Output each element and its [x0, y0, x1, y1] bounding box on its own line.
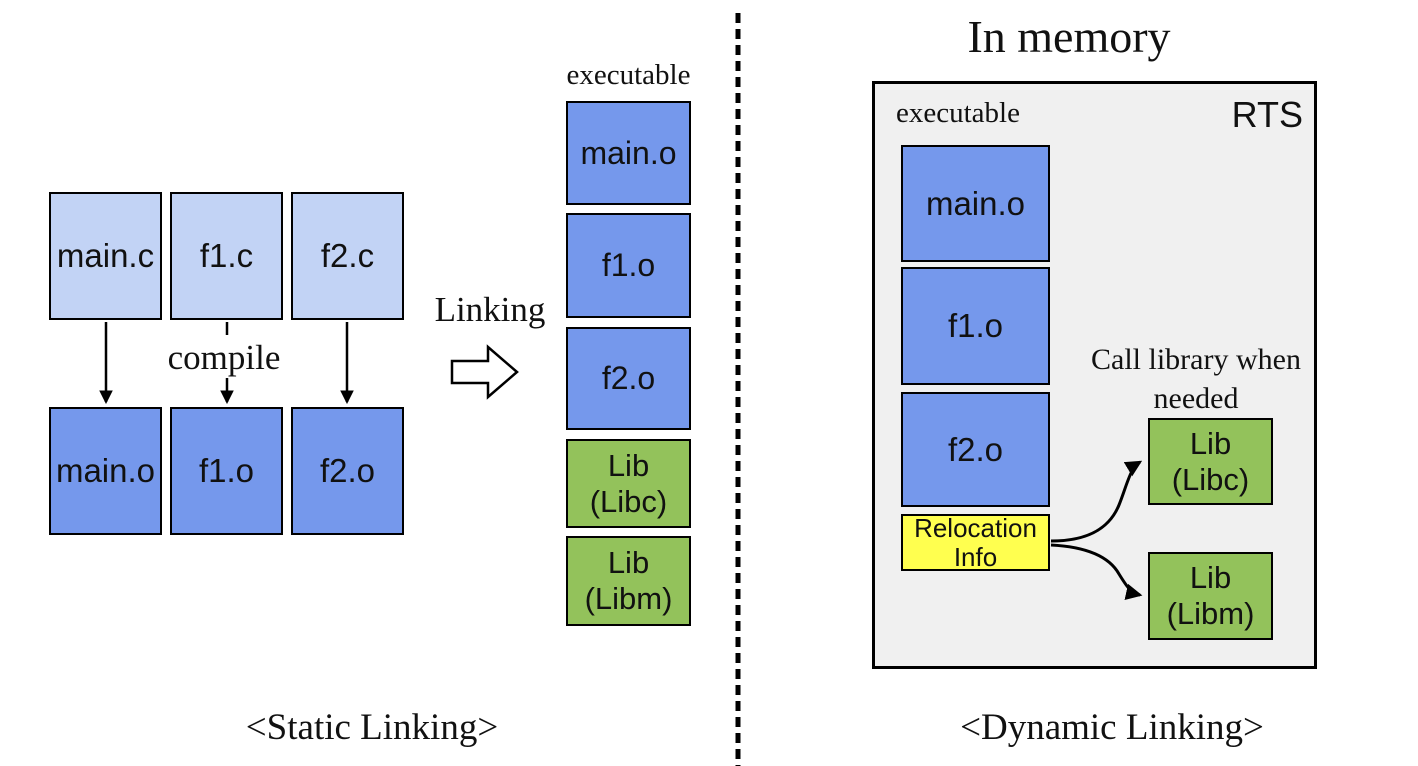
in-memory-title: In memory	[967, 11, 1171, 62]
dynamic-linking-caption: <Dynamic Linking>	[960, 707, 1264, 748]
linking-arrow-icon	[450, 344, 519, 400]
static-linking-caption: <Static Linking>	[245, 707, 499, 748]
memory-box-f2-o: f2.o	[901, 392, 1050, 507]
linking-label: Linking	[434, 290, 546, 329]
object-box-main-o: main.o	[49, 407, 162, 535]
executable-stack-label: executable	[566, 59, 691, 91]
source-box-main-c: main.c	[49, 192, 162, 320]
stack-box-main-o: main.o	[566, 101, 691, 205]
source-box-label: main.c	[56, 237, 155, 274]
source-box-f1-c: f1.c	[170, 192, 283, 320]
memory-box-label: f1.o	[947, 307, 1004, 344]
memory-lib-box-libm: Lib (Libm)	[1148, 552, 1273, 640]
object-box-label: f1.o	[198, 452, 255, 489]
object-box-f1-o: f1.o	[170, 407, 283, 535]
source-box-label: f2.c	[320, 237, 375, 274]
memory-lib-label: Lib (Libm)	[1166, 560, 1255, 631]
stack-box-label: main.o	[580, 134, 677, 171]
call-library-note: Call library when needed	[1091, 343, 1301, 415]
stack-box-libm: Lib (Libm)	[566, 536, 691, 626]
memory-box-label: f2.o	[947, 430, 1004, 468]
source-box-label: f1.c	[199, 237, 254, 274]
stack-box-libc: Lib (Libc)	[566, 439, 691, 528]
stack-box-label: f1.o	[601, 247, 656, 283]
memory-box-label: main.o	[925, 184, 1026, 222]
memory-lib-box-libc: Lib (Libc)	[1148, 418, 1273, 505]
compile-label: compile	[167, 338, 281, 377]
object-box-label: main.o	[55, 452, 156, 489]
stack-box-label: f2.o	[601, 360, 656, 396]
memory-box-main-o: main.o	[901, 145, 1050, 262]
memory-lib-label: Lib (Libc)	[1171, 425, 1250, 497]
stack-box-label: Lib (Libc)	[589, 447, 668, 519]
relocation-info-label: Relocation Info	[914, 512, 1037, 572]
object-box-f2-o: f2.o	[291, 407, 404, 535]
memory-executable-label: executable	[896, 97, 1020, 129]
stack-box-label: Lib (Libm)	[584, 545, 673, 616]
stack-box-f2-o: f2.o	[566, 327, 691, 430]
relocation-info-box: Relocation Info	[901, 514, 1050, 571]
rts-label: RTS	[1231, 94, 1303, 135]
stack-box-f1-o: f1.o	[566, 213, 691, 318]
source-box-f2-c: f2.c	[291, 192, 404, 320]
object-box-label: f2.o	[319, 452, 376, 489]
memory-box-f1-o: f1.o	[901, 267, 1050, 385]
